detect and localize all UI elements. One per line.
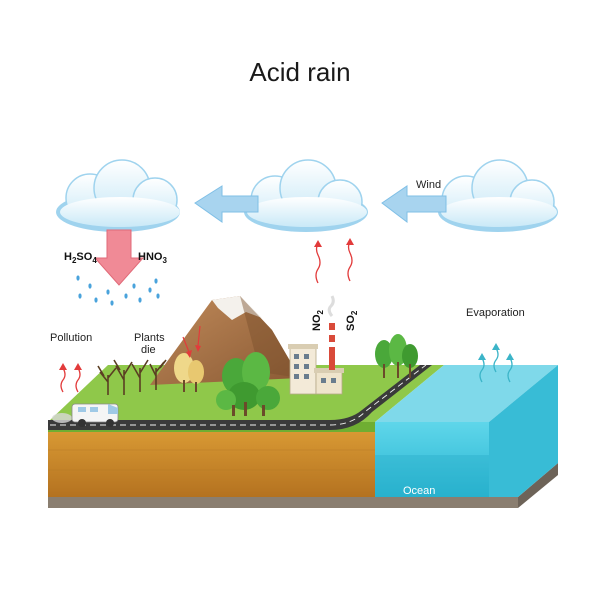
no2-label: NO2 — [311, 310, 325, 332]
cloud-right — [438, 159, 558, 232]
acid-arrows-mountain — [182, 325, 201, 358]
diagram-title: Acid rain — [249, 57, 351, 87]
plants-die-label-1: Plants — [134, 332, 165, 344]
evaporation-label: Evaporation — [466, 307, 525, 319]
hno3-label: HNO3 — [138, 251, 167, 265]
acid-rain-arrow — [93, 229, 145, 286]
pollutant-arrows-cloud — [314, 238, 354, 284]
plants-die-label-2: die — [141, 344, 156, 356]
cloud-left — [56, 159, 180, 232]
cloud-middle — [244, 159, 368, 232]
pollution-arrows — [59, 363, 82, 393]
van — [52, 403, 119, 427]
green-trees — [216, 352, 280, 416]
wind-label: Wind — [416, 179, 441, 191]
wind-arrow-left — [194, 185, 259, 223]
dying-trees — [174, 353, 204, 392]
road — [48, 364, 432, 430]
green-trees-right — [375, 334, 418, 378]
so2-label: SO2 — [345, 310, 359, 331]
wind-arrow-right — [381, 185, 447, 224]
h2so4-label: H2SO4 — [64, 251, 97, 265]
ocean — [375, 365, 558, 497]
rain-drops — [76, 275, 160, 306]
dead-trees — [97, 359, 167, 395]
pollution-label: Pollution — [50, 332, 92, 344]
factory — [288, 295, 344, 395]
ocean-label: Ocean — [403, 485, 435, 497]
evaporation-arrows — [478, 343, 514, 383]
